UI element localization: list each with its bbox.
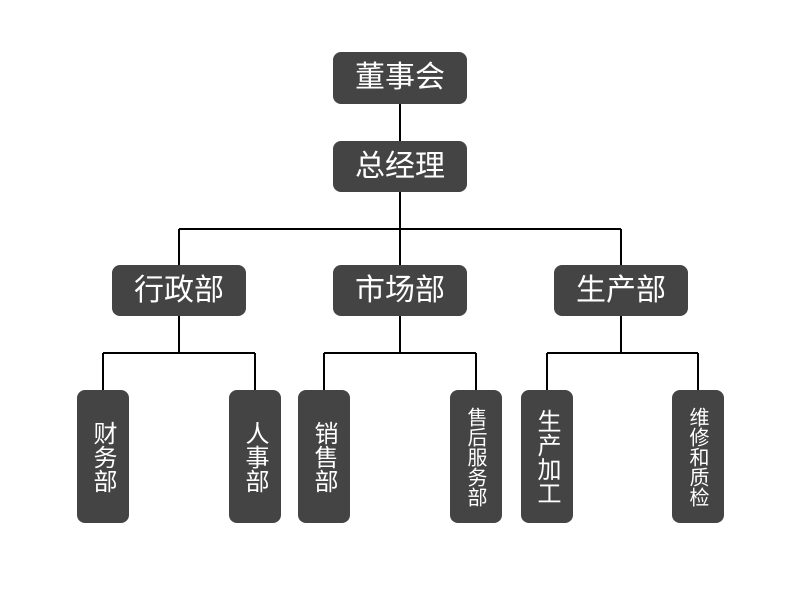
unit-label-finance: 财务部 [89,420,117,493]
unit-node-sales: 销售部 [298,390,350,523]
connector-production-units [546,316,699,390]
unit-label-sales: 销售部 [310,420,338,493]
unit-node-maintenance-qc: 维修和质检 [672,390,724,523]
unit-node-finance: 财务部 [77,390,129,523]
department-node-market: 市场部 [333,265,467,316]
board-node: 董事会 [333,52,467,104]
unit-label-processing: 生产加工 [533,408,561,505]
department-label-market: 市场部 [355,272,445,308]
department-label-admin: 行政部 [134,272,224,308]
board-label: 董事会 [355,60,445,95]
connector-manager-departments [178,190,622,266]
department-node-admin: 行政部 [112,265,246,316]
unit-node-after-sales: 售后服务部 [450,390,502,523]
connector-market-units [323,316,477,390]
unit-label-hr: 人事部 [241,420,269,493]
connector-admin-units [102,316,256,390]
unit-node-processing: 生产加工 [521,390,573,523]
department-label-production: 生产部 [576,272,666,308]
unit-node-hr: 人事部 [229,390,281,523]
department-node-production: 生产部 [554,265,688,316]
general-manager-node: 总经理 [333,141,467,192]
general-manager-label: 总经理 [355,148,445,184]
unit-label-maintenance-qc: 维修和质检 [686,406,710,507]
unit-label-after-sales: 售后服务部 [464,406,488,507]
